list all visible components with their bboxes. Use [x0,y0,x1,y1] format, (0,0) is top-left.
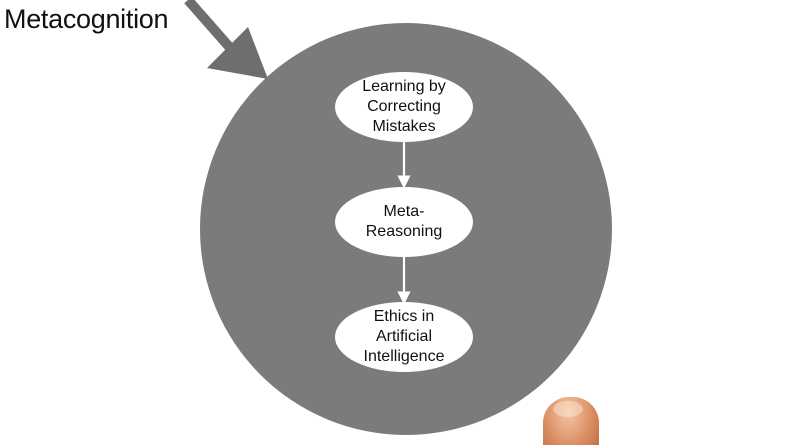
slide-title: Metacognition [4,4,169,34]
node-label: Meta- Reasoning [365,203,443,240]
node-label: Learning by Correcting Mistakes [362,78,446,135]
node-meta-reasoning [335,187,473,257]
presenter-finger [543,397,599,445]
node-ethics-in-artificial-intelligence [335,302,473,372]
node-label: Ethics in Artificial Intelligence [363,308,445,365]
pointer-arrow [184,0,268,79]
node-learning-by-correcting-mistakes [335,72,473,142]
